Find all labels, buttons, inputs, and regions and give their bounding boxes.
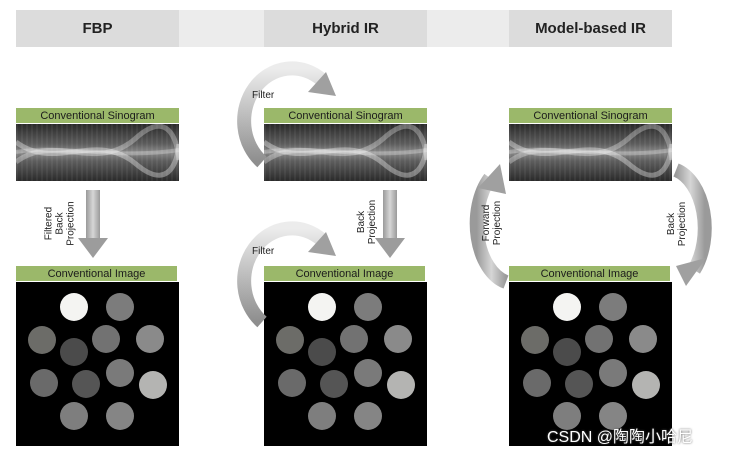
model-back-projection-label: Back Projection [666,194,688,254]
model-image-label: Conventional Image [509,266,670,281]
hybrid-bp-line-1: Back [356,210,367,234]
model-sinogram-image [509,124,672,181]
model-bp-line-2: Projection [677,201,688,247]
fbp-down-arrow [78,190,108,258]
model-ct-image [509,282,672,446]
hybrid-sinogram-image [264,124,427,181]
fbp-label-line-2: Back [54,212,66,235]
hybrid-back-projection-label: Back Projection [356,192,378,252]
model-bp-line-1: Back [666,212,677,236]
fp-line-1: Forward [481,204,492,242]
fp-line-2: Projection [492,200,503,246]
header-model-based-ir: Model-based IR [509,10,672,47]
fbp-label-line-1: Filtered [43,206,55,241]
forward-projection-label: Forward Projection [481,193,503,253]
model-sinogram-label: Conventional Sinogram [509,108,672,123]
hybrid-bp-line-2: Projection [367,199,378,245]
hybrid-down-arrow [375,190,405,258]
header-fbp: FBP [16,10,179,47]
hybrid-filter-arrow-top [237,61,336,168]
hybrid-sinogram-label: Conventional Sinogram [264,108,427,123]
filter-label-bottom: Filter [252,246,275,257]
fbp-label-line-3: Projection [65,201,77,246]
filter-label-top: Filter [252,90,275,101]
fbp-image-label: Conventional Image [16,266,177,281]
watermark: CSDN @陶陶小哈尼 [547,429,694,446]
hybrid-filter-arrow-bottom [237,221,336,328]
hybrid-image-label: Conventional Image [264,266,425,281]
model-back-arrow [673,163,712,286]
header-hybrid-ir: Hybrid IR [264,10,427,47]
fbp-sinogram-image [16,124,179,181]
fbp-sinogram-label: Conventional Sinogram [16,108,179,123]
filtered-back-projection-label: Filtered Back Projection [44,194,77,254]
fbp-ct-image [16,282,179,446]
hybrid-ct-image [264,282,427,446]
model-forward-arrow [469,164,509,289]
